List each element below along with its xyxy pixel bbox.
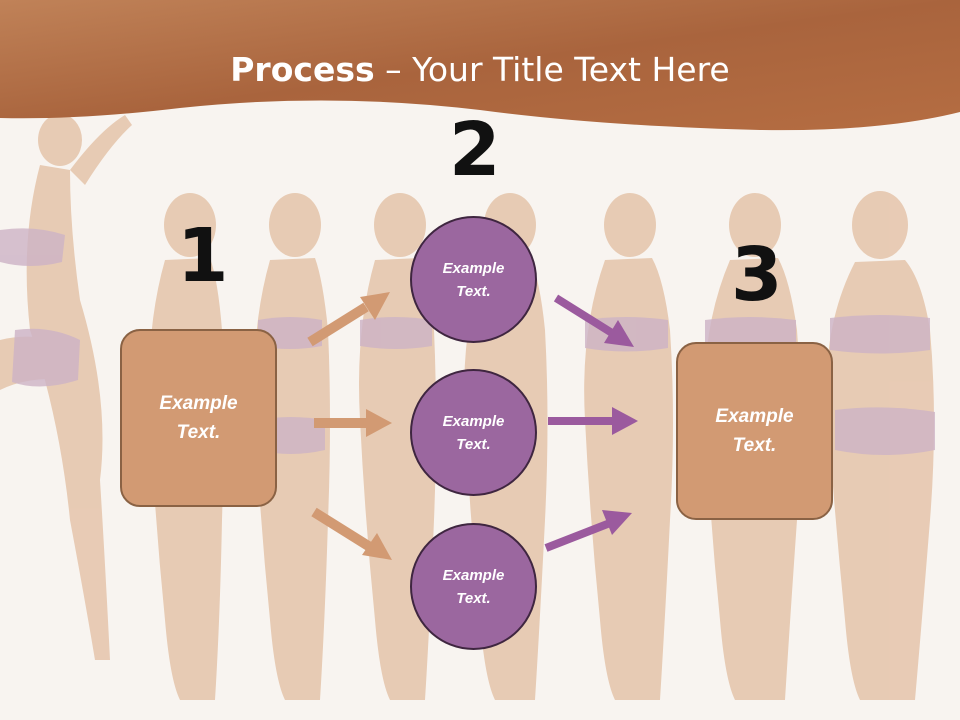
step3-box: Example Text. <box>676 342 833 520</box>
step2-circle-bottom-text: Example Text. <box>442 566 505 607</box>
arrow-to-circle-top <box>307 292 390 347</box>
step3-text: Example Text. <box>715 406 794 456</box>
arrow-from-circle-middle <box>548 407 638 435</box>
step1-text: Example Text. <box>159 393 238 443</box>
step2-circle-top: Example Text. <box>410 216 537 343</box>
step2-circle-top-text: Example Text. <box>442 259 505 300</box>
step-number-2: 2 <box>449 107 501 193</box>
title-rest: – Your Title Text Here <box>374 50 730 89</box>
step2-circle-middle-text: Example Text. <box>442 412 505 453</box>
step-number-3: 3 <box>731 232 783 318</box>
arrow-to-circle-bottom <box>311 507 392 560</box>
step1-box: Example Text. <box>120 329 277 507</box>
header-band <box>0 0 960 131</box>
arrow-from-circle-bottom <box>544 510 632 552</box>
title-bold: Process <box>230 50 375 89</box>
arrow-to-circle-middle <box>314 409 392 437</box>
arrow-from-circle-top <box>553 294 634 347</box>
step2-circle-middle: Example Text. <box>410 369 537 496</box>
step2-circle-bottom: Example Text. <box>410 523 537 650</box>
standing-figure <box>826 191 934 700</box>
standing-figure <box>584 193 673 700</box>
step-number-1: 1 <box>177 213 229 299</box>
page-title: Process – Your Title Text Here <box>0 50 960 89</box>
